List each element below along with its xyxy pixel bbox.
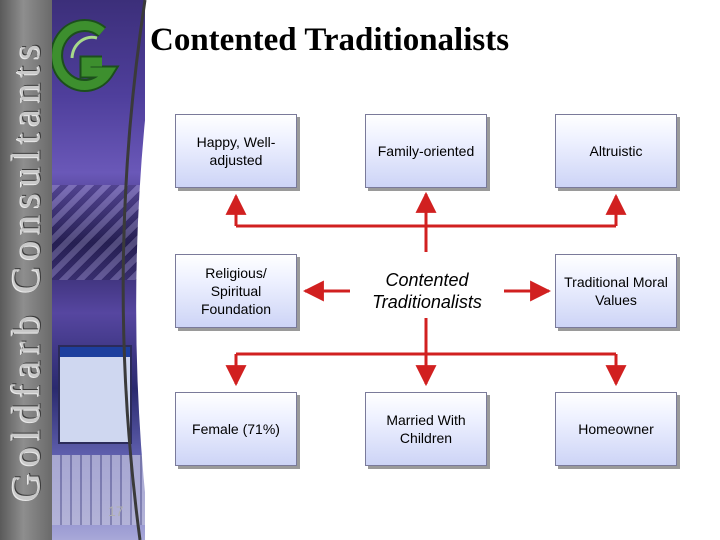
box-religious-label: Religious/ Spiritual Foundation — [200, 265, 272, 317]
page-title: Contented Traditionalists — [150, 22, 510, 58]
box-happy-label: Happy, Well-adjusted — [196, 134, 276, 168]
box-religious-spiritual: Religious/ Spiritual Foundation — [175, 254, 297, 328]
box-married-label: Married With Children — [386, 412, 466, 446]
decorative-banner: Goldfarb Consultants — [0, 0, 145, 540]
vertical-band: Goldfarb Consultants — [0, 0, 52, 540]
box-female: Female (71%) — [175, 392, 297, 466]
box-altruistic: Altruistic — [555, 114, 677, 188]
computer-screen-image — [58, 345, 132, 444]
banner-curve — [121, 0, 160, 540]
center-node-contented-traditionalists: Contented Traditionalists — [352, 254, 502, 328]
box-family-label: Family-oriented — [377, 143, 475, 159]
center-node-label: Contented Traditionalists — [372, 270, 482, 312]
box-female-label: Female (71%) — [192, 421, 280, 437]
calendar-image — [52, 185, 145, 280]
box-happy-well-adjusted: Happy, Well-adjusted — [175, 114, 297, 188]
page-number: 17 — [108, 503, 124, 519]
box-married-with-children: Married With Children — [365, 392, 487, 466]
box-homeowner: Homeowner — [555, 392, 677, 466]
logo-icon — [52, 19, 120, 92]
box-altruistic-label: Altruistic — [589, 143, 643, 159]
keyboard-image — [52, 455, 145, 525]
box-family-oriented: Family-oriented — [365, 114, 487, 188]
box-homeowner-label: Homeowner — [578, 421, 654, 437]
box-moral-label: Traditional Moral Values — [564, 274, 668, 308]
box-traditional-moral-values: Traditional Moral Values — [555, 254, 677, 328]
